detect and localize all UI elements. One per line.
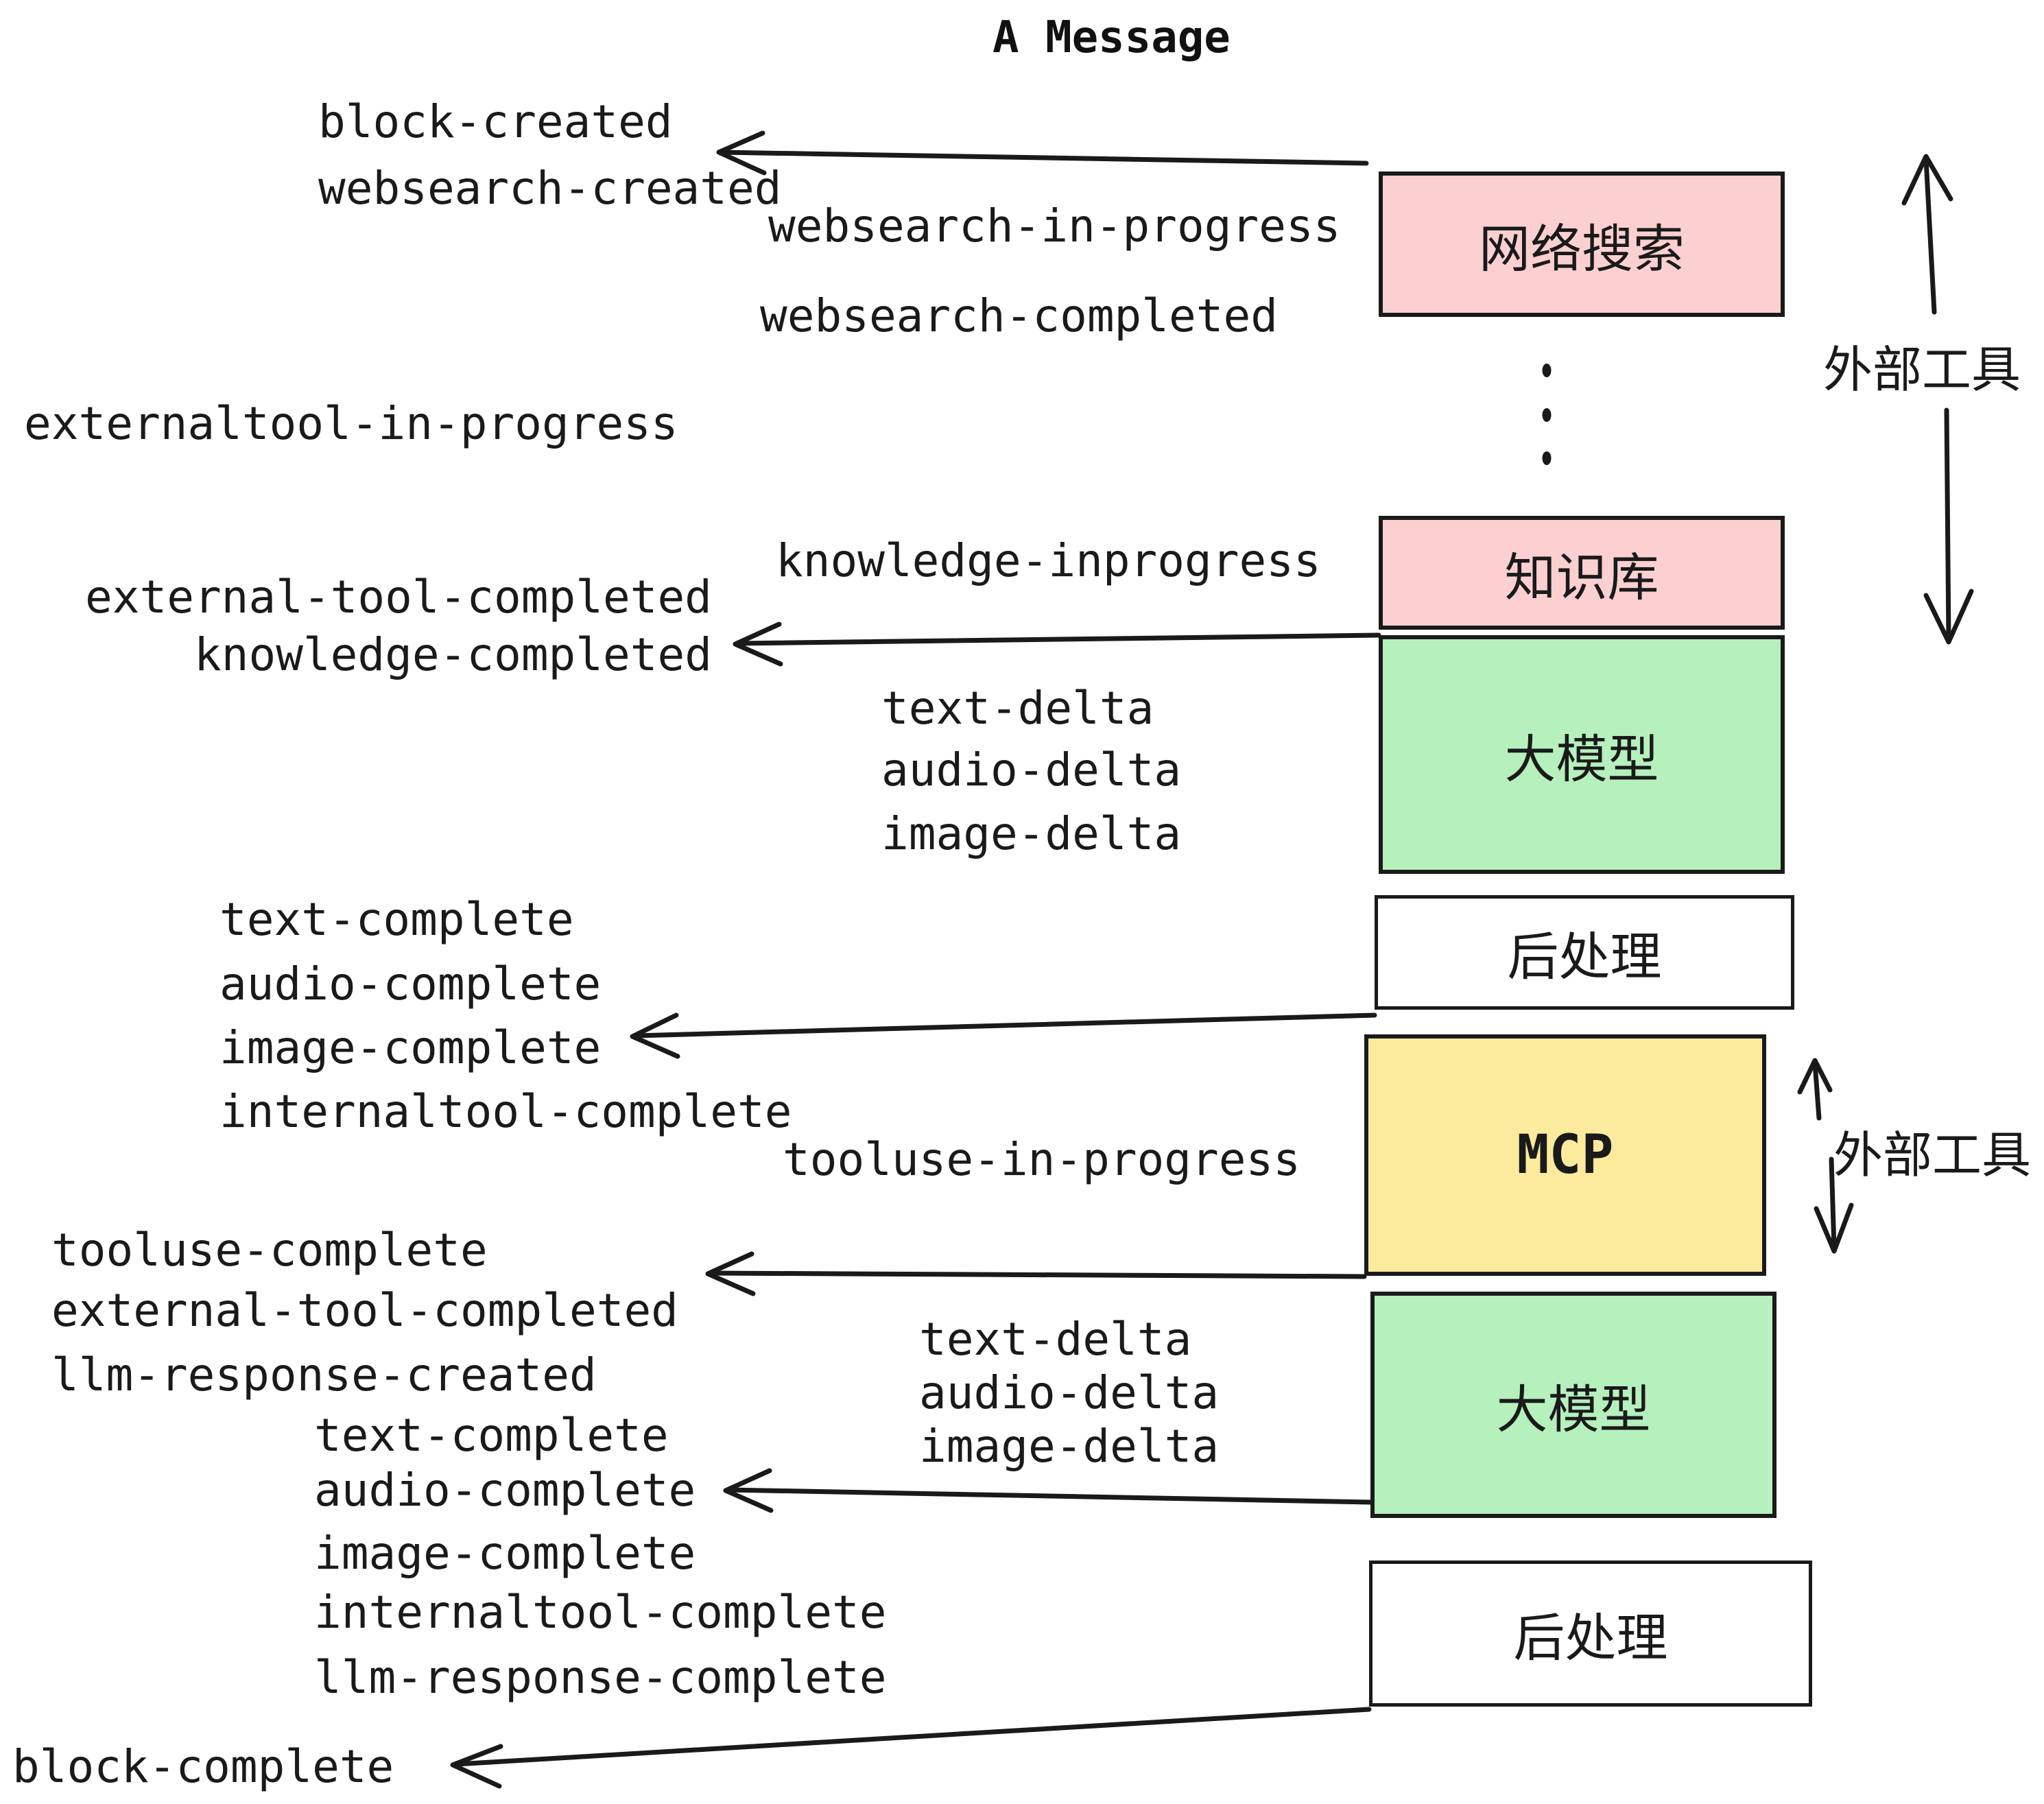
arrow-block-complete [450,1707,1372,1789]
event-tooluse-complete: tooluse-complete [51,1224,488,1277]
arrow-external-tools-1-up [1901,154,1953,315]
event-image-delta-1: image-delta [881,807,1182,860]
event-audio-delta-1: audio-delta [881,744,1182,796]
event-text-complete-1: text-complete [219,893,574,946]
arrow-tooluse-complete [705,1251,1367,1296]
box-knowledge: 知识库 [1379,516,1785,630]
arrow-image-complete [630,1012,1377,1059]
page-title: A Message [993,12,1231,63]
box-llm-1-label: 大模型 [1504,730,1659,788]
event-image-complete-1: image-complete [219,1021,602,1074]
box-mcp-label: MCP [1517,1124,1614,1186]
event-text-complete-2: text-complete [314,1409,669,1462]
box-post-2: 后处理 [1369,1560,1812,1707]
event-tooluse-in-progress: tooluse-in-progress [783,1133,1300,1186]
event-external-tool-completed: external-tool-completed [85,571,712,624]
event-image-delta-2: image-delta [919,1420,1220,1473]
event-block-created: block-created [318,95,673,148]
event-externaltool-in-progress: externaltool-in-progress [24,397,678,450]
event-block-complete: block-complete [12,1740,394,1793]
event-text-delta-1: text-delta [881,682,1154,735]
arrow-audio-complete [723,1468,1373,1513]
event-knowledge-inprogress: knowledge-inprogress [776,534,1321,587]
box-post-1: 后处理 [1375,895,1794,1010]
box-mcp: MCP [1364,1034,1766,1276]
event-knowledge-completed: knowledge-completed [194,628,712,681]
event-llm-response-created: llm-response-created [51,1349,597,1401]
event-external-tool-completed-2: external-tool-completed [51,1284,678,1337]
box-knowledge-label: 知识库 [1504,548,1659,606]
event-audio-complete-1: audio-complete [219,958,602,1010]
event-internaltool-complete-1: internaltool-complete [219,1085,792,1138]
side-label-external-tools-1: 外部工具 [1823,343,2021,398]
box-llm-2: 大模型 [1370,1292,1776,1518]
event-internaltool-complete-2: internaltool-complete [314,1586,887,1639]
box-websearch-label: 网络搜索 [1478,219,1685,278]
box-llm-1: 大模型 [1379,635,1785,874]
event-websearch-completed: websearch-completed [760,289,1278,342]
side-label-external-tools-2: 外部工具 [1833,1128,2032,1183]
event-websearch-created: websearch-created [318,162,782,215]
arrow-knowledge-completed [733,621,1381,667]
arrow-external-tools-1-down [1923,407,1974,645]
box-post-1-label: 后处理 [1507,928,1662,986]
box-llm-2-label: 大模型 [1496,1380,1651,1438]
event-audio-complete-2: audio-complete [314,1464,696,1517]
ellipsis-dots [1542,364,1552,465]
box-websearch: 网络搜索 [1379,171,1785,317]
event-llm-response-complete: llm-response-complete [314,1651,887,1704]
event-text-delta-2: text-delta [919,1313,1192,1366]
event-websearch-in-progress: websearch-in-progress [768,200,1341,252]
arrow-websearch-created [716,130,1369,176]
arrow-external-tools-2-up [1797,1058,1833,1121]
box-post-2-label: 后处理 [1513,1609,1668,1667]
event-audio-delta-2: audio-delta [919,1366,1220,1419]
event-image-complete-2: image-complete [314,1527,696,1580]
